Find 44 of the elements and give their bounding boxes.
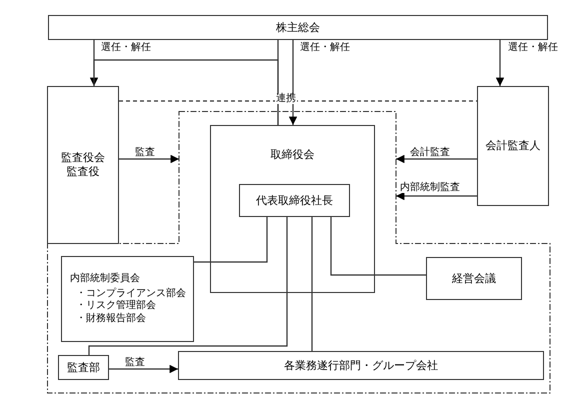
- board-box: [210, 125, 375, 293]
- connector-line: [311, 216, 313, 351]
- list-item: ・財務報告部会: [75, 312, 146, 325]
- node-label: 株主総会: [276, 20, 320, 34]
- committee-box: [61, 256, 194, 342]
- node-label: 代表取締役社長: [256, 194, 333, 208]
- meeting-box: [48, 15, 548, 40]
- edge-label: 選任・解任: [299, 43, 351, 53]
- arrow: [109, 364, 178, 374]
- node-label: 取締役会: [270, 148, 314, 162]
- division-box: [178, 351, 544, 380]
- meeting-box: [426, 257, 522, 300]
- node-label: 内部統制委員会: [70, 273, 140, 286]
- connector-line: [93, 59, 279, 125]
- arrow: [119, 154, 179, 164]
- list-item: ・リスク管理部会: [75, 300, 156, 312]
- connector-line: [194, 216, 268, 263]
- edge-label: 会計監査: [409, 148, 451, 158]
- node-label: 経営会議: [452, 272, 496, 286]
- president-box: [239, 184, 350, 217]
- node-label: 監査役会: [61, 151, 105, 165]
- edge-label: 内部統制監査: [399, 183, 461, 193]
- edge-label: 選任・解任: [507, 43, 559, 53]
- node-label: 各業務遂行部門・グループ会社: [284, 358, 438, 372]
- list-item: ・コンプライアンス部会: [75, 288, 186, 300]
- arrow: [396, 154, 477, 164]
- edge-label: 連携: [275, 94, 297, 104]
- department-box: [58, 355, 109, 380]
- auditor-box: [477, 86, 549, 206]
- edge-label: 監査: [124, 358, 146, 368]
- arrow: [288, 40, 298, 125]
- board-box: [47, 86, 119, 244]
- node-label: 会計監査人: [486, 139, 540, 153]
- connector-line: [119, 100, 477, 102]
- scope-region: [47, 111, 551, 394]
- connector-line: [330, 216, 426, 276]
- arrow: [396, 192, 477, 200]
- edge-label: 監査: [134, 148, 156, 158]
- node-label: 監査役: [66, 165, 100, 179]
- edge-label: 選任・解任: [100, 43, 152, 53]
- arrow: [90, 40, 98, 86]
- node-label: 監査部: [67, 360, 100, 374]
- arrow: [496, 40, 504, 86]
- connector-line: [88, 216, 288, 355]
